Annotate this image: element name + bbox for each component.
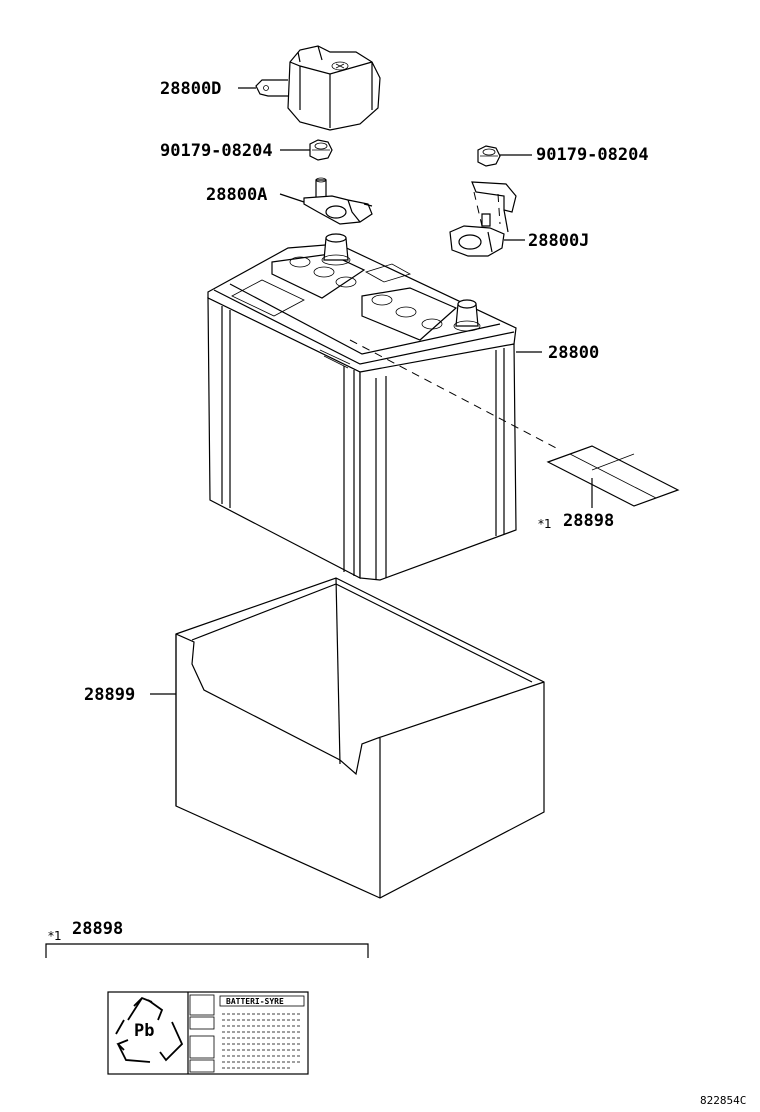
part-number-label-sticker: 28898 xyxy=(563,511,614,531)
detail-part-number: 28898 xyxy=(72,919,123,939)
part-number-terminal-positive: 28800A xyxy=(206,185,267,205)
recycle-icon xyxy=(115,996,184,1063)
part-number-nut-right: 90179-08204 xyxy=(536,145,649,165)
nut-left[interactable] xyxy=(309,139,333,161)
part-number-tray: 28899 xyxy=(84,685,135,705)
part-number-battery: 28800 xyxy=(548,343,599,363)
detail-label xyxy=(107,991,309,1075)
part-number-nut-left: 90179-08204 xyxy=(160,141,273,161)
detail-label-title: BATTERI-SYRE xyxy=(226,997,284,1006)
detail-note-marker: *1 xyxy=(48,929,62,943)
diagram-id: 822854C xyxy=(700,1094,746,1107)
battery-cover[interactable] xyxy=(255,45,381,131)
terminal-positive[interactable] xyxy=(303,177,373,225)
battery-tray[interactable] xyxy=(175,577,545,899)
note-marker: *1 xyxy=(538,517,552,531)
label-sticker[interactable] xyxy=(546,445,680,507)
part-number-terminal-negative: 28800J xyxy=(528,231,589,251)
battery[interactable] xyxy=(207,233,517,581)
lead-symbol: Pb xyxy=(134,1021,154,1041)
nut-right[interactable] xyxy=(477,145,501,167)
part-number-cover: 28800D xyxy=(160,79,221,99)
detail-bracket xyxy=(45,943,369,958)
terminal-negative[interactable] xyxy=(449,181,517,257)
